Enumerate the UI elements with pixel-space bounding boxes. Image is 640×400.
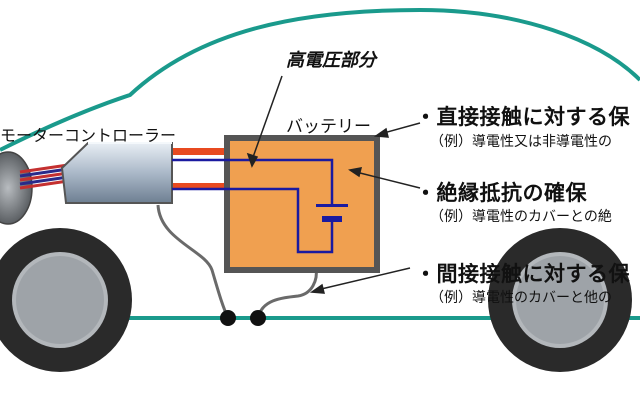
leader-lines <box>246 75 421 294</box>
ground-point-left <box>220 310 236 326</box>
high-voltage-label: 高電圧部分 <box>286 50 376 71</box>
ground-wires <box>156 204 318 326</box>
callout-insulation-title: ・絶縁抵抗の確保 <box>415 181 587 205</box>
battery-pack <box>172 135 380 273</box>
callout-direct-contact-title: ・直接接触に対する保 <box>415 105 630 129</box>
motor-cables <box>19 163 69 190</box>
hv-cables <box>168 148 234 190</box>
battery-label: バッテリー <box>286 117 371 137</box>
callout-indirect-contact-title: ・間接接触に対する保 <box>415 262 630 286</box>
callout-insulation-example: （例）導電性のカバーとの絶 <box>430 209 612 225</box>
rear-wheel <box>488 228 632 372</box>
callout-direct-contact-example: （例）導電性又は非導電性の <box>430 134 612 150</box>
callout-indirect-contact-example: （例）導電性のカバーと他の <box>430 290 612 306</box>
front-wheel <box>0 228 132 372</box>
ground-point-right <box>250 310 266 326</box>
car-body-outline <box>0 7 640 152</box>
motor-controller <box>60 142 173 204</box>
motor-controller-label: モーターコントローラー <box>0 126 177 145</box>
